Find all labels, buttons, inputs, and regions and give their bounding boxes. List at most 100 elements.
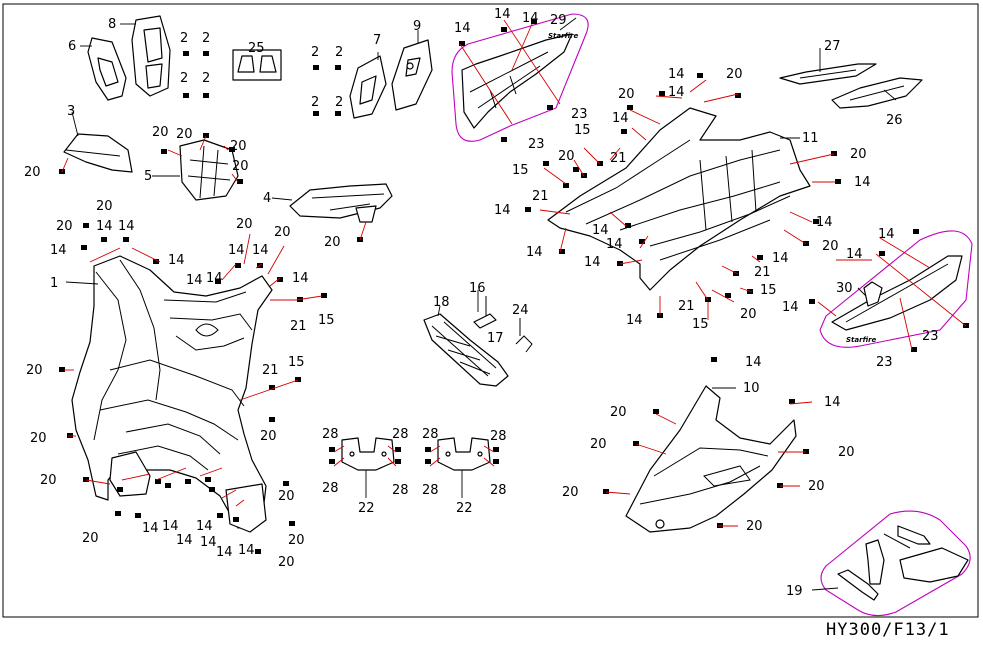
callout-8: 8: [108, 17, 116, 32]
callout-20: 20: [40, 473, 57, 488]
part-10-under-cover: [625, 385, 797, 533]
callout-14: 14: [200, 535, 217, 550]
fastener-icon: [289, 521, 295, 526]
callout-28: 28: [490, 483, 507, 498]
fastener-icon: [153, 259, 159, 264]
callout-14: 14: [606, 237, 623, 252]
callout-21: 21: [754, 265, 771, 280]
callout-14: 14: [592, 223, 609, 238]
fastener-icon: [573, 167, 579, 172]
callout-14: 14: [668, 67, 685, 82]
fastener-icon: [123, 237, 129, 242]
fastener-icon: [653, 409, 659, 414]
callout-24: 24: [512, 303, 529, 318]
callout-21: 21: [262, 363, 279, 378]
fastener-icon: [115, 511, 121, 516]
callout-15: 15: [318, 313, 335, 328]
part-19-toolkit: [837, 525, 969, 601]
part-11-rear-frame: [547, 107, 811, 291]
callout-20: 20: [288, 533, 305, 548]
fastener-icon: [203, 51, 209, 56]
fastener-icon: [525, 207, 531, 212]
callout-14: 14: [668, 85, 685, 100]
fastener-icon: [789, 399, 795, 404]
part-16-pin: [473, 296, 497, 329]
fastener-icon: [501, 27, 507, 32]
fastener-icon: [725, 293, 731, 298]
fastener-icon: [659, 91, 665, 96]
fastener-icon: [547, 105, 553, 110]
callout-20: 20: [822, 239, 839, 254]
callout-20: 20: [230, 139, 247, 154]
fastener-icon: [183, 93, 189, 98]
callout-14: 14: [216, 545, 233, 560]
callout-17: 17: [487, 331, 504, 346]
callout-14: 14: [142, 521, 159, 536]
callout-14: 14: [878, 227, 895, 242]
fastener-icon: [235, 263, 241, 268]
callout-28: 28: [490, 429, 507, 444]
fastener-icon: [229, 147, 235, 152]
callout-15: 15: [288, 355, 305, 370]
fastener-icon: [879, 251, 885, 256]
callout-20: 20: [260, 429, 277, 444]
callout-14: 14: [50, 243, 67, 258]
callout-14: 14: [824, 395, 841, 410]
group-ring-30: [819, 230, 973, 348]
callout-20: 20: [590, 437, 607, 452]
fastener-icon: [813, 219, 819, 224]
callout-19: 19: [786, 584, 803, 599]
callout-14: 14: [196, 519, 213, 534]
callout-2: 2: [311, 95, 319, 110]
fastener-icon: [277, 277, 283, 282]
fastener-icon: [913, 229, 919, 234]
callout-6: 6: [68, 39, 76, 54]
group-ring-29: [451, 13, 589, 142]
fastener-icon: [233, 517, 239, 522]
fastener-icon: [83, 477, 89, 482]
callout-14: 14: [118, 219, 135, 234]
callout-20: 20: [26, 363, 43, 378]
callout-23: 23: [922, 329, 939, 344]
callout-2: 2: [202, 31, 210, 46]
fastener-icon: [717, 523, 723, 528]
callout-20: 20: [82, 531, 99, 546]
callout-20: 20: [740, 307, 757, 322]
callout-25: 25: [248, 41, 265, 56]
leader-lines: [61, 17, 967, 591]
fastener-icon: [757, 255, 763, 260]
callout-29: 29: [550, 13, 567, 28]
callout-20: 20: [56, 219, 73, 234]
fastener-icon: [493, 459, 499, 464]
callout-14: 14: [772, 251, 789, 266]
callout-20: 20: [176, 127, 193, 142]
fastener-icon: [269, 385, 275, 390]
callout-4: 4: [263, 191, 271, 206]
fastener-icon: [101, 237, 107, 242]
callout-2: 2: [202, 71, 210, 86]
fastener-icon: [203, 133, 209, 138]
fastener-icon: [809, 299, 815, 304]
callout-14: 14: [186, 273, 203, 288]
callout-14: 14: [176, 533, 193, 548]
fastener-icon: [335, 111, 341, 116]
fastener-icon: [117, 487, 123, 492]
part-26: [831, 77, 923, 109]
part-4: [289, 183, 393, 223]
fastener-icon: [237, 179, 243, 184]
fastener-icon: [911, 347, 917, 352]
fastener-icon: [255, 549, 261, 554]
fastener-icon: [313, 65, 319, 70]
callout-20: 20: [610, 405, 627, 420]
fastener-icon: [203, 93, 209, 98]
callouts: 1 2 2 2 2 2 2 2 2 3 4 5 6 7 8 9 10 11 16…: [24, 7, 939, 599]
callout-20: 20: [24, 165, 41, 180]
callout-14: 14: [96, 219, 113, 234]
callout-14: 14: [626, 313, 643, 328]
callout-14: 14: [522, 11, 539, 26]
part-27: [779, 63, 877, 85]
fastener-icon: [493, 447, 499, 452]
part-22-left: [341, 437, 395, 471]
callout-20: 20: [324, 235, 341, 250]
callout-1: 1: [50, 276, 58, 291]
